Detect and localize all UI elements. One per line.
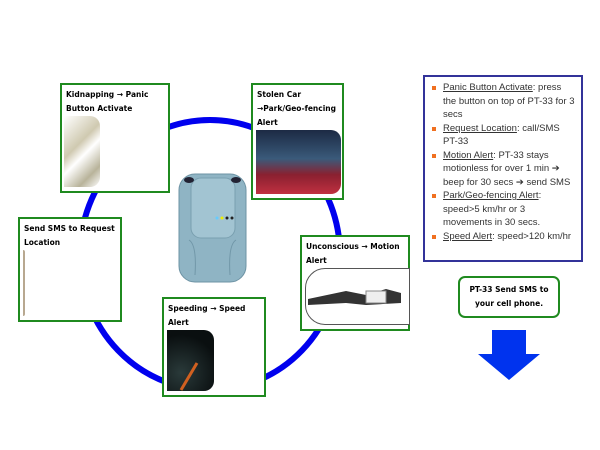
info-term: Panic Button Activate (443, 82, 533, 93)
speedometer-photo (167, 330, 214, 391)
info-term: Motion Alert (443, 149, 494, 161)
unconscious-photo (305, 268, 410, 325)
info-item: Motion Alert: PT-33 stays motionless for… (431, 149, 575, 190)
info-desc: : PT-33 stays motionless for over 1 min … (443, 149, 571, 188)
scenario-send-sms: Send SMS to Request Location (18, 217, 122, 322)
alert-info-box: Panic Button Activate: press the button … (423, 75, 583, 262)
scenario-title: Send SMS to Request Location (24, 224, 115, 247)
info-term: Speed Alert (443, 230, 493, 242)
kidnapping-photo (64, 116, 100, 187)
info-item: Request Location: call/SMS PT-33 (431, 122, 575, 149)
info-item: Panic Button Activate: press the button … (431, 81, 575, 122)
scenario-unconscious: Unconscious → Motion Alert (300, 235, 410, 331)
scenario-title: Kidnapping → Panic Button Activate (66, 90, 149, 113)
info-item: Park/Geo-fencing Alert: speed>5 km/hr or… (431, 189, 575, 230)
sms-note: PT-33 Send SMS to your cell phone. (458, 276, 560, 318)
sms-photo (23, 250, 25, 316)
scenario-stolen-car: Stolen Car →Park/Geo-fencing Alert (251, 83, 344, 200)
info-desc: : call/SMS PT-33 (443, 122, 560, 148)
info-desc: : press the button on top of PT-33 for 3… (443, 82, 575, 120)
pt33-device-image (175, 170, 250, 285)
info-desc: : speed>120 km/hr (492, 230, 572, 242)
scenario-kidnapping: Kidnapping → Panic Button Activate (60, 83, 170, 193)
info-term: Park/Geo-fencing Alert (443, 190, 539, 201)
stolen-car-photo (256, 130, 341, 194)
scenario-title: Speeding → Speed Alert (168, 304, 246, 327)
info-desc: : speed>5 km/hr or 3 movements in 30 sec… (443, 190, 542, 228)
scenario-speeding: Speeding → Speed Alert (162, 297, 266, 397)
info-item: Speed Alert: speed>120 km/hr (431, 230, 575, 244)
down-arrow-icon (478, 330, 540, 380)
info-term: Request Location (443, 122, 517, 134)
scenario-title: Stolen Car →Park/Geo-fencing Alert (257, 90, 336, 127)
scenario-title: Unconscious → Motion Alert (306, 242, 400, 265)
